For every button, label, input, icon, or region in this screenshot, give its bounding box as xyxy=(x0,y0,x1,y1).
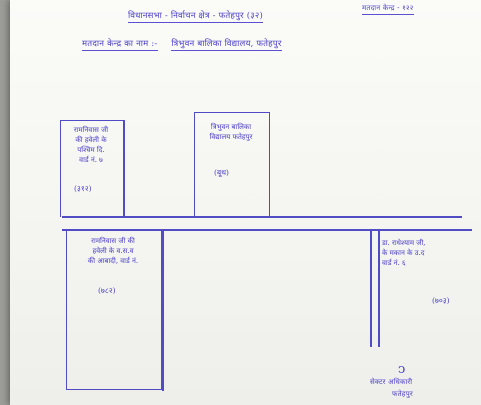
centre-name-line: मतदान केन्द्र का नाम :- त्रिभुवन बालिका … xyxy=(82,38,282,51)
left-top-building-count: (३१२) xyxy=(74,184,92,193)
centre-name: त्रिभुवन बालिका विद्यालय, फतेहपुर xyxy=(171,39,282,51)
polling-booth-label: त्रिभुवन बालिका विद्यालय फतेहपुर xyxy=(209,123,253,141)
right-area-count: (७०३) xyxy=(432,296,450,305)
left-bottom-building xyxy=(66,231,162,390)
booth-number: मतदान केन्द्र - १२२ xyxy=(362,4,414,15)
signature-name: सेक्टर अधिकारी xyxy=(370,378,413,386)
left-top-building-label: रामनिवास जी की हवेली के पश्चिम दि. वार्ड… xyxy=(73,126,109,164)
left-bottom-divider xyxy=(162,231,164,391)
polling-booth-marker: (बूथ) xyxy=(214,168,229,177)
right-lane-right-edge xyxy=(378,231,380,347)
left-bottom-building-count: (७८२) xyxy=(98,286,116,295)
left-bottom-building-label: रामनिवास जी की हवेली के व.स.व की आबादी, … xyxy=(87,237,139,265)
centre-label: मतदान केन्द्र का नाम :- xyxy=(82,39,158,51)
road-bottom-edge xyxy=(62,229,472,231)
right-lane-left-edge xyxy=(370,231,372,347)
signature-mark: ↄ xyxy=(398,362,406,377)
road-top-edge xyxy=(62,216,462,218)
left-top-divider xyxy=(123,120,125,218)
polling-booth-building xyxy=(194,112,270,217)
right-area-label: डा. राधेश्याम जी, के मकान के उ.द वार्ड न… xyxy=(382,239,426,267)
document-title: विधानसभा - निर्वाचन क्षेत्र - फतेहपुर (३… xyxy=(128,11,263,23)
signature-place: फतेहपुर xyxy=(392,390,413,398)
document-page: विधानसभा - निर्वाचन क्षेत्र - फतेहपुर (३… xyxy=(10,0,481,405)
